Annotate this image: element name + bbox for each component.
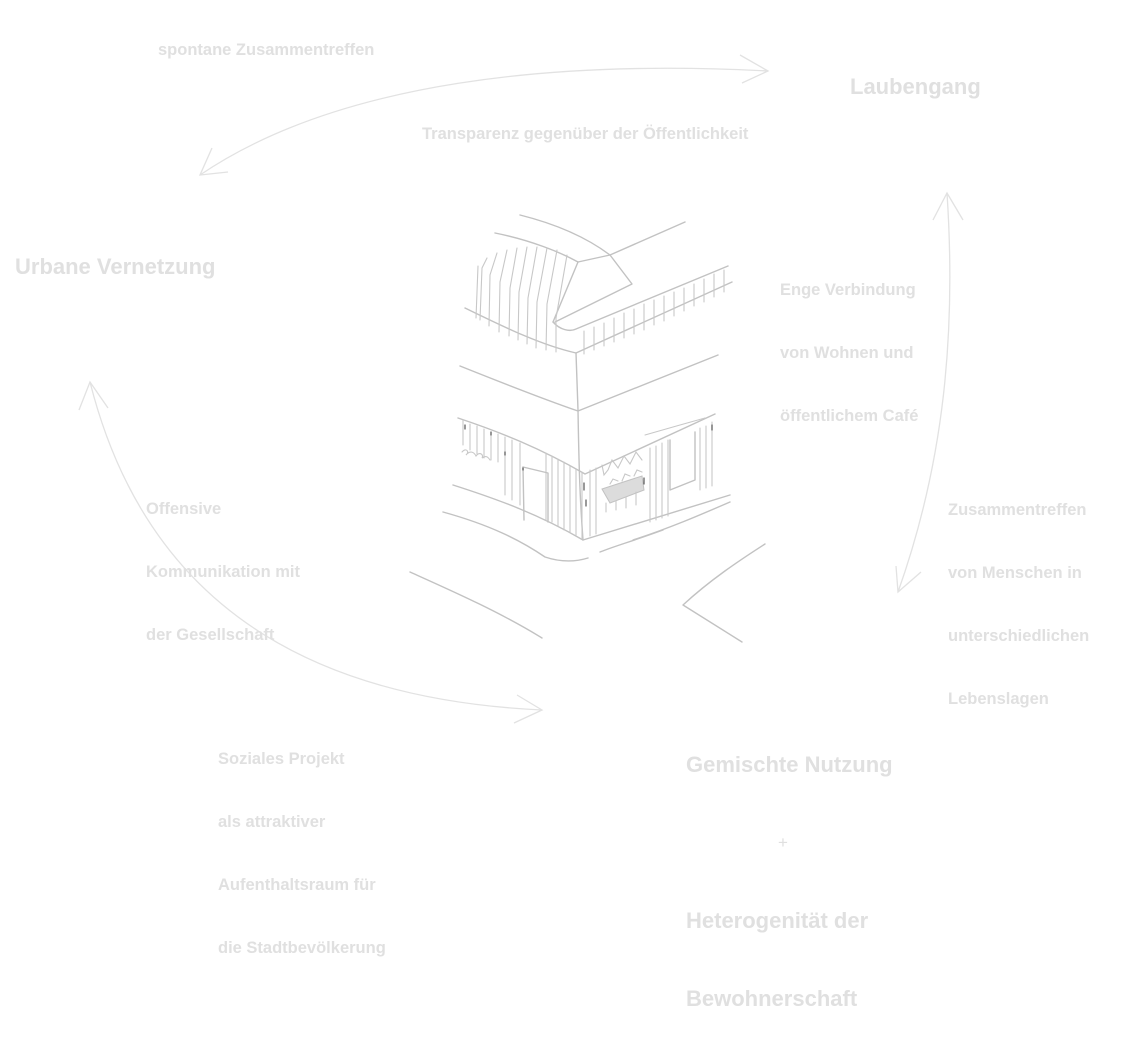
sketch-street: [409, 543, 766, 643]
arrowhead-right: [513, 694, 544, 724]
text-line: die Stadtbevölkerung: [218, 939, 386, 957]
arrow-urbane-vernetzung-gemischte-nutzung: [78, 380, 544, 724]
sketch-scribble: [461, 449, 491, 461]
building-sketch: [409, 214, 766, 643]
text-line: Bewohnerschaft: [686, 986, 858, 1011]
text-line: Aufenthaltsraum für: [218, 876, 376, 894]
text-line: Soziales Projekt: [218, 750, 345, 768]
text-line: von Wohnen und: [780, 344, 914, 362]
label-soziales-projekt: Soziales Projekt als attraktiver Aufenth…: [218, 707, 386, 980]
arrows-layer: [78, 54, 964, 724]
cafe-table: [601, 475, 645, 504]
theme-urbane-vernetzung: Urbane Vernetzung: [15, 254, 216, 279]
text-line: unterschiedlichen: [948, 627, 1090, 645]
text-line: Heterogenität der: [686, 908, 869, 933]
text-line: Lebenslagen: [948, 690, 1049, 708]
label-zusammentreffen-menschen: Zusammentreffen von Menschen in untersch…: [948, 458, 1089, 731]
arrowhead-up: [78, 380, 109, 411]
text-line: Zusammentreffen: [948, 501, 1087, 519]
label-transparenz: Transparenz gegenüber der Öffentlichkeit: [422, 125, 749, 143]
label-enge-verbindung: Enge Verbindung von Wohnen und öffentlic…: [780, 238, 918, 448]
text-line: Offensive: [146, 500, 222, 518]
arrowhead-right: [739, 54, 770, 84]
arrow-curve: [199, 67, 769, 176]
text-line: als attraktiver: [218, 813, 326, 831]
sketch-roof: [464, 214, 733, 355]
text-line: Kommunikation mit: [146, 563, 301, 581]
theme-laubengang: Laubengang: [850, 74, 981, 99]
theme-gemischte-nutzung: Gemischte Nutzung + Heterogenität der Be…: [686, 700, 893, 1038]
text-line: Gemischte Nutzung: [686, 752, 893, 777]
arrowhead-down: [895, 565, 922, 594]
label-offensive-kommunikation: Offensive Kommunikation mit der Gesellsc…: [146, 457, 300, 667]
arrow-laubengang-gemischte-nutzung: [895, 191, 964, 594]
arrow-curve: [897, 192, 951, 593]
sketch-upper-floor: [459, 352, 719, 541]
arrow-laubengang-urbane-vernetzung: [198, 54, 770, 176]
sketch-ground-floor: [442, 413, 731, 562]
text-line: der Gesellschaft: [146, 626, 275, 644]
arrowhead-left: [198, 147, 229, 176]
text-line: von Menschen in: [948, 564, 1082, 582]
arrow-curve: [89, 381, 543, 711]
text-line: Enge Verbindung: [780, 281, 916, 299]
text-line: öffentlichem Café: [780, 407, 919, 425]
plus-sign: +: [778, 833, 788, 852]
label-spontane-zusammentreffen: spontane Zusammentreffen: [158, 41, 375, 59]
arrowhead-up: [932, 191, 964, 221]
